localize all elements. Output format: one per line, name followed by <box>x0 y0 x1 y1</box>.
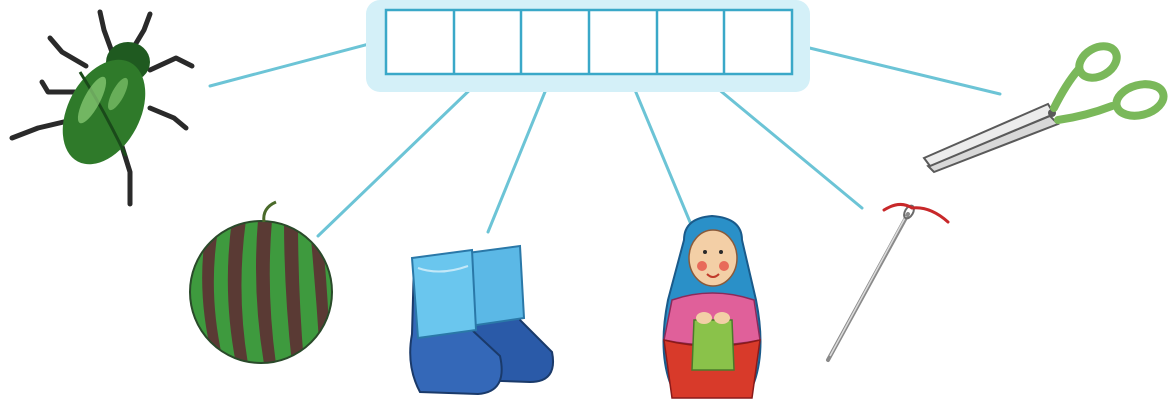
matryoshka-icon <box>664 216 761 398</box>
beetle-icon <box>12 12 192 204</box>
felt-boots-icon <box>410 246 553 394</box>
letter-cell-5[interactable] <box>659 12 722 72</box>
connector-boots <box>488 82 549 232</box>
needle-icon <box>828 204 948 360</box>
connector-watermelon <box>318 82 478 236</box>
connector-scissors <box>793 44 1000 94</box>
connector-beetle <box>210 40 384 86</box>
watermelon-icon <box>190 202 332 364</box>
letter-cell-6[interactable] <box>726 12 790 72</box>
letter-cell-2[interactable] <box>456 12 519 72</box>
letter-cell-4[interactable] <box>591 12 655 72</box>
connector-needle <box>705 78 862 208</box>
letter-cell-3[interactable] <box>523 12 587 72</box>
scissors-icon <box>924 40 1167 172</box>
letter-cell-1[interactable] <box>388 12 452 72</box>
letter-grid <box>366 0 810 92</box>
connector-doll <box>630 78 690 222</box>
